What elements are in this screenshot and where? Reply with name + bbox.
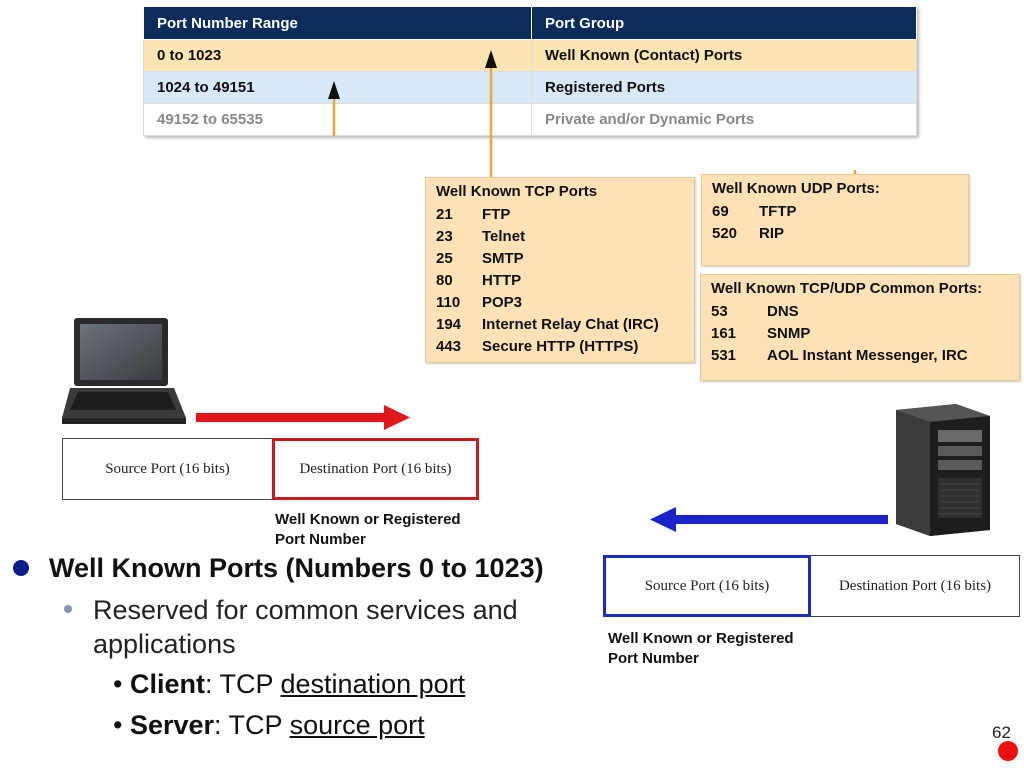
field-label: Source Port (16 bits) <box>105 460 230 477</box>
port-service: SMTP <box>482 249 524 267</box>
port-service: SNMP <box>767 324 811 342</box>
port-service: Secure HTTP (HTTPS) <box>482 337 639 355</box>
port-service: POP3 <box>482 293 523 311</box>
field-label: Destination Port (16 bits) <box>838 577 992 594</box>
port-service: Internet Relay Chat (IRC) <box>482 315 659 333</box>
list-item: 520 RIP <box>712 222 958 244</box>
port-number: 531 <box>711 346 737 364</box>
client-port-note: Well Known or Registered Port Number <box>275 510 461 550</box>
list-item: 161 SNMP <box>711 322 1009 344</box>
port-service: FTP <box>482 205 511 223</box>
client-sep: : TCP <box>204 669 281 699</box>
sub-bullet: Reserved for common services and applica… <box>93 593 518 661</box>
server-source-port-field: Source Port (16 bits) <box>603 555 811 617</box>
port-number: 194 <box>436 315 462 333</box>
client-destination-port-field: Destination Port (16 bits) <box>272 438 479 500</box>
header-port-range: Port Number Range <box>143 6 532 40</box>
tcp-box-title: Well Known TCP Ports <box>436 183 598 200</box>
server-port-note: Well Known or Registered Port Number <box>608 629 794 669</box>
client-segment-header: Source Port (16 bits) Destination Port (… <box>62 438 479 500</box>
bullet-dot-icon <box>13 560 29 576</box>
list-item: 69 TFTP <box>712 200 958 222</box>
list-item: 53 DNS <box>711 300 1009 322</box>
port-number: 161 <box>711 324 737 342</box>
list-item: 25 SMTP <box>436 247 684 269</box>
sub-bullet-line: applications <box>93 629 236 659</box>
note-line: Port Number <box>608 650 699 667</box>
note-line: Well Known or Registered <box>608 630 794 647</box>
port-number: 110 <box>436 293 461 311</box>
bullet-mark: • <box>113 710 130 740</box>
client-value: destination port <box>280 669 466 699</box>
page-number: 62 <box>992 723 1011 742</box>
server-value: source port <box>289 710 425 740</box>
laptop-icon <box>62 318 186 424</box>
port-service: DNS <box>767 302 799 320</box>
server-sep: : TCP <box>214 710 290 740</box>
bullet-mark: • <box>113 669 130 699</box>
red-dot-icon <box>998 741 1018 761</box>
port-number: 520 <box>712 224 738 242</box>
red-arrow-icon <box>384 405 410 430</box>
list-item: 110 POP3 <box>436 291 684 313</box>
server-destination-port-field: Destination Port (16 bits) <box>811 555 1020 617</box>
sub-bullet-dot-icon <box>64 605 72 613</box>
port-service: RIP <box>759 224 785 242</box>
table-row: 49152 to 65535 Private and/or Dynamic Po… <box>143 103 917 136</box>
server-icon <box>896 404 990 536</box>
note-line: Port Number <box>275 531 366 548</box>
blue-arrow-shaft <box>674 515 888 524</box>
table-header-row: Port Number Range Port Group <box>143 6 917 40</box>
note-line: Well Known or Registered <box>275 511 461 528</box>
blue-arrow-icon <box>650 507 676 532</box>
port-number: 23 <box>436 227 453 245</box>
sub-bullet-line: Reserved for common services and <box>93 595 518 625</box>
field-label: Destination Port (16 bits) <box>299 460 452 477</box>
port-service: Telnet <box>482 227 526 245</box>
port-service: TFTP <box>759 202 797 220</box>
list-item: 80 HTTP <box>436 269 684 291</box>
server-segment-header: Source Port (16 bits) Destination Port (… <box>603 555 1020 617</box>
list-item: 21 FTP <box>436 203 684 225</box>
cell-range: 49152 to 65535 <box>143 103 532 136</box>
cell-group: Well Known (Contact) Ports <box>531 39 917 72</box>
tcp-ports-box: Well Known TCP Ports 21 FTP 23 Telnet 25 SM… <box>425 177 695 363</box>
list-item: 443 Secure HTTP (HTTPS) <box>436 335 684 357</box>
udp-ports-box: Well Known UDP Ports: 69 TFTP 520 RIP <box>701 174 969 266</box>
client-source-port-field: Source Port (16 bits) <box>62 438 272 500</box>
server-label: Server <box>129 710 215 740</box>
client-bullet: • Client: TCP destination port <box>113 669 465 700</box>
udp-box-title: Well Known UDP Ports: <box>712 180 880 197</box>
port-number: 25 <box>436 249 453 267</box>
arrowhead-icon <box>485 50 497 68</box>
common-ports-box: Well Known TCP/UDP Common Ports: 53 DNS 1… <box>700 274 1020 381</box>
port-service: HTTP <box>482 271 522 289</box>
list-item: 194 Internet Relay Chat (IRC) <box>436 313 684 335</box>
list-item: 531 AOL Instant Messenger, IRC <box>711 344 1009 366</box>
main-bullet: Well Known Ports (Numbers 0 to 1023) <box>49 553 544 583</box>
cell-group: Registered Ports <box>531 71 917 104</box>
server-bullet: • Server: TCP source port <box>113 710 425 741</box>
port-number: 21 <box>436 205 453 223</box>
port-number: 69 <box>712 202 729 220</box>
red-arrow-shaft <box>196 413 386 422</box>
client-label: Client <box>129 669 205 699</box>
common-box-title: Well Known TCP/UDP Common Ports: <box>711 280 983 297</box>
port-number: 80 <box>436 271 453 289</box>
cell-group: Private and/or Dynamic Ports <box>531 103 917 136</box>
port-number: 53 <box>711 302 728 320</box>
field-label: Source Port (16 bits) <box>644 577 770 594</box>
arrowhead-icon <box>328 81 340 99</box>
list-item: 23 Telnet <box>436 225 684 247</box>
port-service: AOL Instant Messenger, IRC <box>767 346 968 364</box>
port-number: 443 <box>436 337 462 355</box>
